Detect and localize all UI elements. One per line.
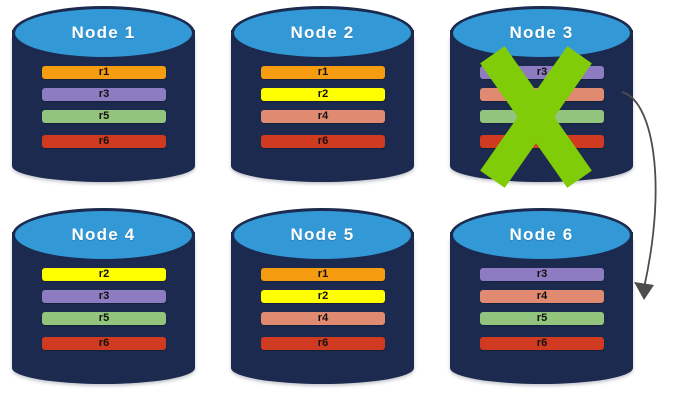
- cylinder-top-ellipse: [231, 6, 414, 60]
- cylinder-top-ellipse: [12, 6, 195, 60]
- node-4[interactable]: Node 4 r2 r3 r5 r6: [12, 208, 195, 392]
- node-3[interactable]: Node 3 r3 r4 r5 r6: [450, 6, 633, 190]
- record-bar[interactable]: r3: [480, 66, 604, 79]
- node-1[interactable]: Node 1 r1 r3 r5 r6: [12, 6, 195, 190]
- record-bar[interactable]: r2: [261, 290, 385, 303]
- record-bar[interactable]: r2: [42, 268, 166, 281]
- node-5-records: r1 r2 r4 r6: [261, 268, 385, 350]
- record-bar[interactable]: r5: [42, 110, 166, 123]
- record-bar[interactable]: r1: [261, 66, 385, 79]
- record-bar[interactable]: r6: [261, 337, 385, 350]
- arrow-curve: [621, 91, 657, 289]
- cylinder-top-ellipse: [12, 208, 195, 262]
- record-bar[interactable]: r2: [261, 88, 385, 101]
- cylinder-top-ellipse: [450, 208, 633, 262]
- node-4-label: Node 4: [71, 225, 136, 244]
- record-bar[interactable]: r3: [42, 88, 166, 101]
- record-bar[interactable]: r1: [261, 268, 385, 281]
- record-bar[interactable]: r1: [42, 66, 166, 79]
- node-3-label: Node 3: [509, 23, 574, 42]
- record-bar[interactable]: r4: [261, 110, 385, 123]
- record-bar[interactable]: r3: [42, 290, 166, 303]
- node-1-records: r1 r3 r5 r6: [42, 66, 166, 148]
- node-6[interactable]: Node 6 r3 r4 r5 r6: [450, 208, 633, 392]
- node-6-label: Node 6: [509, 225, 574, 244]
- node-6-records: r3 r4 r5 r6: [480, 268, 604, 350]
- record-bar[interactable]: r5: [480, 110, 604, 123]
- record-bar[interactable]: r6: [480, 337, 604, 350]
- record-bar[interactable]: r6: [261, 135, 385, 148]
- replication-arrow: [621, 91, 657, 300]
- record-bar[interactable]: r4: [261, 312, 385, 325]
- record-bar[interactable]: r6: [42, 135, 166, 148]
- arrow-head-icon: [634, 282, 654, 300]
- node-1-label: Node 1: [71, 23, 136, 42]
- node-2-records: r1 r2 r4 r6: [261, 66, 385, 148]
- node-3-records: r3 r4 r5 r6: [480, 66, 604, 148]
- node-5-label: Node 5: [290, 225, 355, 244]
- node-2-label: Node 2: [290, 23, 355, 42]
- record-bar[interactable]: r6: [42, 337, 166, 350]
- record-bar[interactable]: r5: [42, 312, 166, 325]
- node-5[interactable]: Node 5 r1 r2 r4 r6: [231, 208, 414, 392]
- record-bar[interactable]: r4: [480, 88, 604, 101]
- cylinder-top-ellipse: [231, 208, 414, 262]
- record-bar[interactable]: r3: [480, 268, 604, 281]
- node-4-records: r2 r3 r5 r6: [42, 268, 166, 350]
- record-bar[interactable]: r4: [480, 290, 604, 303]
- record-bar[interactable]: r6: [480, 135, 604, 148]
- record-bar[interactable]: r5: [480, 312, 604, 325]
- node-2[interactable]: Node 2 r1 r2 r4 r6: [231, 6, 414, 190]
